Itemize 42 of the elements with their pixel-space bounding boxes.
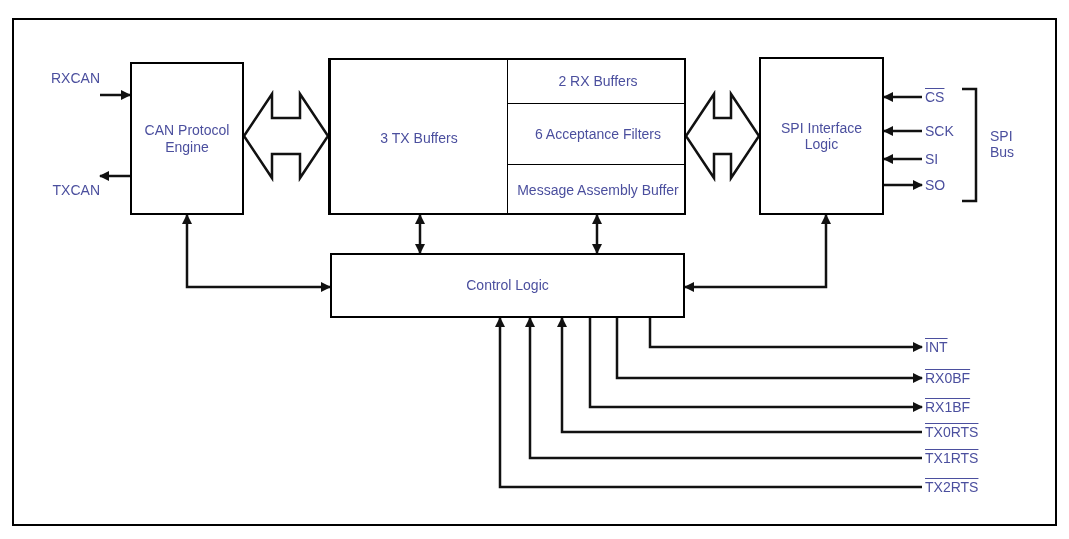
- buffer-box: [507, 60, 684, 104]
- node-label: TXCAN: [52, 181, 100, 198]
- node-label: RXCAN: [51, 70, 100, 87]
- node-label: TX1RTS: [925, 449, 979, 467]
- bus-label: SPI Bus: [990, 128, 1016, 161]
- node-label: RX0BF: [925, 369, 971, 387]
- node-label: RX1BF: [925, 398, 971, 416]
- arrow: [557, 317, 922, 434]
- node-label: 6 Acceptance Filters: [534, 125, 662, 143]
- node-label: SI: [925, 150, 939, 168]
- arrow: [100, 90, 131, 100]
- arrow: [99, 171, 130, 181]
- arrow: [884, 180, 923, 190]
- node-label: SCK: [925, 122, 954, 140]
- arrow: [684, 214, 831, 292]
- node-label: Control Logic: [466, 277, 549, 294]
- process-box: [759, 57, 884, 215]
- process-box: [130, 62, 244, 215]
- arrow: [615, 318, 923, 383]
- arrow: [883, 126, 922, 136]
- arrow: [648, 318, 923, 352]
- arrow: [588, 318, 923, 412]
- node-label: CS: [925, 88, 945, 106]
- node-label: CAN Protocol Engine: [143, 122, 231, 155]
- double-arrow: [684, 89, 761, 183]
- node-label: Message Assembly Buffer: [517, 182, 679, 199]
- node-label: SO: [925, 176, 946, 194]
- double-arrow: [242, 89, 330, 183]
- arrow: [525, 317, 922, 460]
- arrow: [883, 92, 922, 102]
- arrow: [182, 214, 331, 292]
- node-label: SPI Interface Logic: [780, 119, 863, 153]
- node-label: TX2RTS: [925, 478, 979, 496]
- buffer-box: [507, 104, 684, 165]
- process-box: [330, 253, 685, 318]
- node-label: 3 TX Buffers: [380, 129, 458, 147]
- arrow: [883, 154, 922, 164]
- node-label: 2 RX Buffers: [558, 73, 638, 90]
- arrow: [495, 317, 922, 489]
- node-label: TX0RTS: [925, 423, 979, 441]
- buffer-block: [328, 58, 686, 215]
- node-label: INT: [925, 338, 948, 356]
